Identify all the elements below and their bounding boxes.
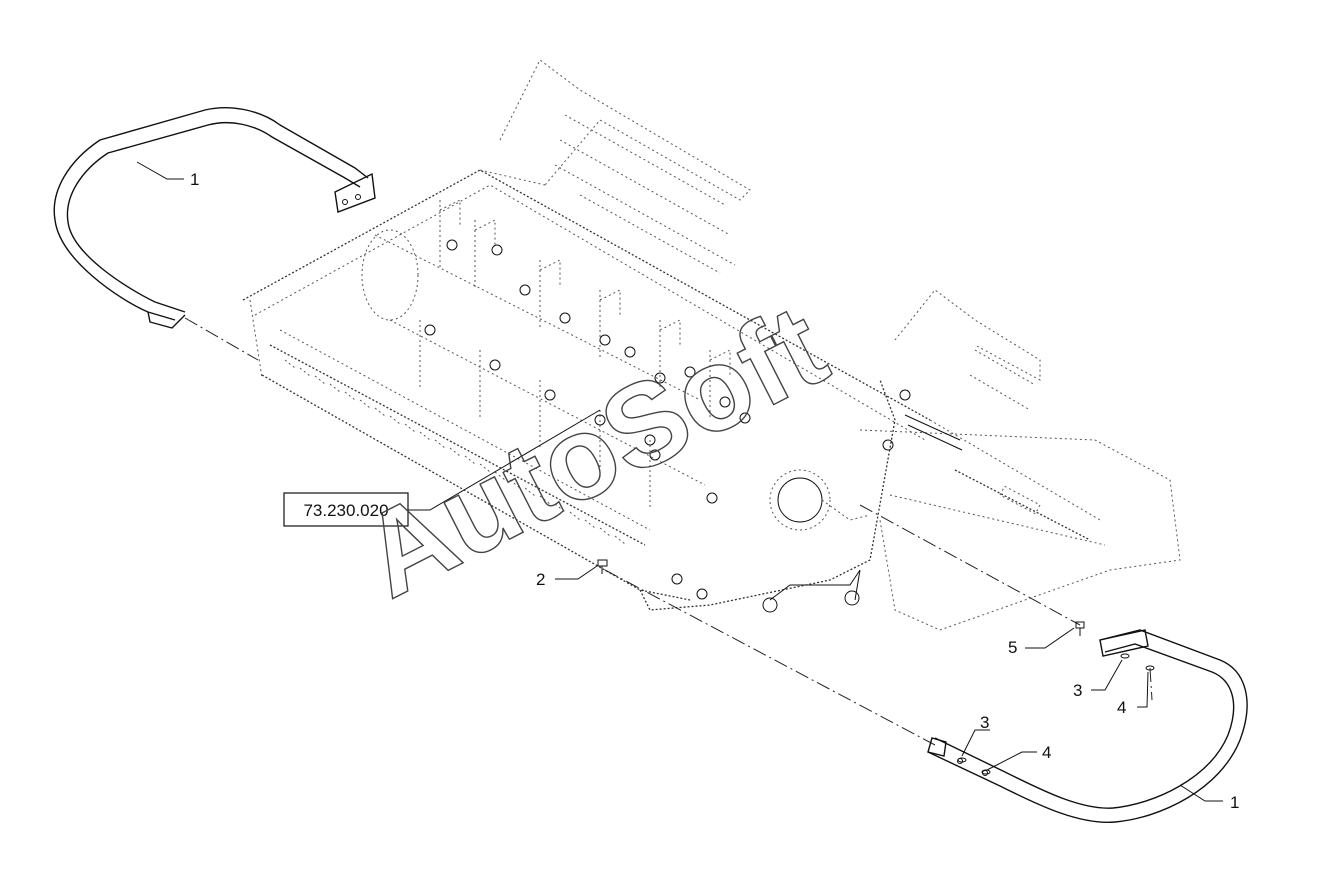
- callout-guard-right: 1: [1230, 793, 1239, 812]
- guard-left: [53, 107, 376, 329]
- callout-guard-left: 1: [190, 170, 199, 189]
- washers-and-nuts: [957, 653, 1155, 775]
- reference-box: 73.230.020: [283, 492, 409, 527]
- callout-nut-upper: 4: [1117, 698, 1126, 717]
- assembly-center-lines: [184, 317, 1153, 746]
- reference-label: 73.230.020: [303, 501, 388, 520]
- callout-nut-lower: 4: [1042, 743, 1051, 762]
- callout-washer-lower: 3: [980, 713, 989, 732]
- callout-screw: 5: [1008, 638, 1017, 657]
- callout-washer-upper: 3: [1073, 681, 1082, 700]
- screw-item-5: [1075, 621, 1085, 636]
- callout-bolt: 2: [536, 570, 545, 589]
- header-frame: [242, 59, 1181, 631]
- callout-numbers: 1 1 2 5 3 4 3 4: [190, 170, 1239, 812]
- leader-lines: [136, 161, 1223, 802]
- guard-right: [927, 629, 1248, 824]
- watermark: AutoSoft: [342, 279, 846, 623]
- bolt-item-2: [597, 559, 608, 574]
